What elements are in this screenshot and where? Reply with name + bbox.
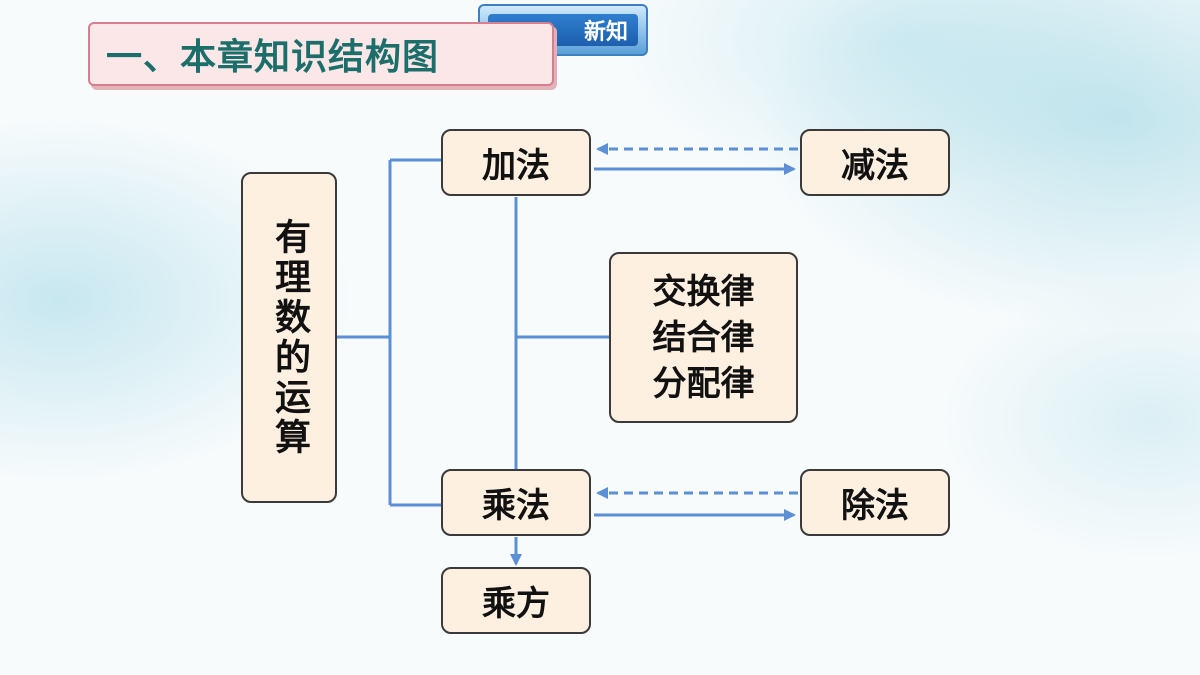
title-banner: 一、本章知识结构图 — [88, 22, 554, 86]
root-node: 有理数的运算 — [241, 172, 337, 503]
power-node: 乘方 — [441, 567, 591, 634]
addition-node: 加法 — [441, 129, 591, 196]
law-commutative: 交换律 — [652, 271, 755, 312]
laws-node: 交换律 结合律 分配律 — [609, 252, 798, 423]
law-associative: 结合律 — [652, 317, 755, 358]
law-distributive: 分配律 — [652, 363, 755, 404]
page-title: 一、本章知识结构图 — [106, 37, 440, 78]
multiplication-node: 乘法 — [441, 469, 591, 536]
subtraction-node: 减法 — [800, 129, 950, 196]
division-node: 除法 — [800, 469, 950, 536]
